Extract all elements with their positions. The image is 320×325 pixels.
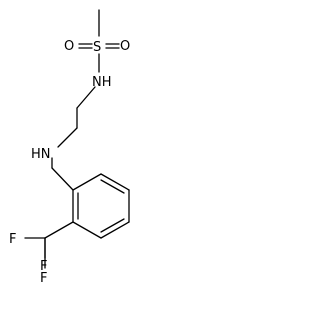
ring-bond-5	[100, 173, 130, 191]
atom-f2: F	[40, 259, 47, 274]
structure-diagram: O S O NH HN F F F	[9, 9, 130, 286]
bond-ch2-ring	[51, 167, 74, 191]
atom-s: S	[93, 40, 101, 55]
ring-bond-2	[72, 221, 102, 239]
atom-nh-sulfonamide: NH	[92, 75, 112, 90]
ring-double-3	[100, 179, 125, 194]
bond-c2-hn	[57, 127, 78, 148]
bond-ring-cf3	[44, 221, 74, 239]
atom-o1: O	[64, 39, 74, 54]
ring-bond-6	[72, 173, 102, 191]
ring-bond-3	[100, 221, 130, 239]
bond-nh-c1	[76, 86, 96, 109]
atom-f1: F	[9, 232, 16, 247]
atom-nh-amine: HN	[31, 147, 51, 162]
ring-double-2	[100, 218, 125, 233]
atom-f3: F	[40, 271, 47, 286]
atom-o2: O	[120, 39, 130, 54]
